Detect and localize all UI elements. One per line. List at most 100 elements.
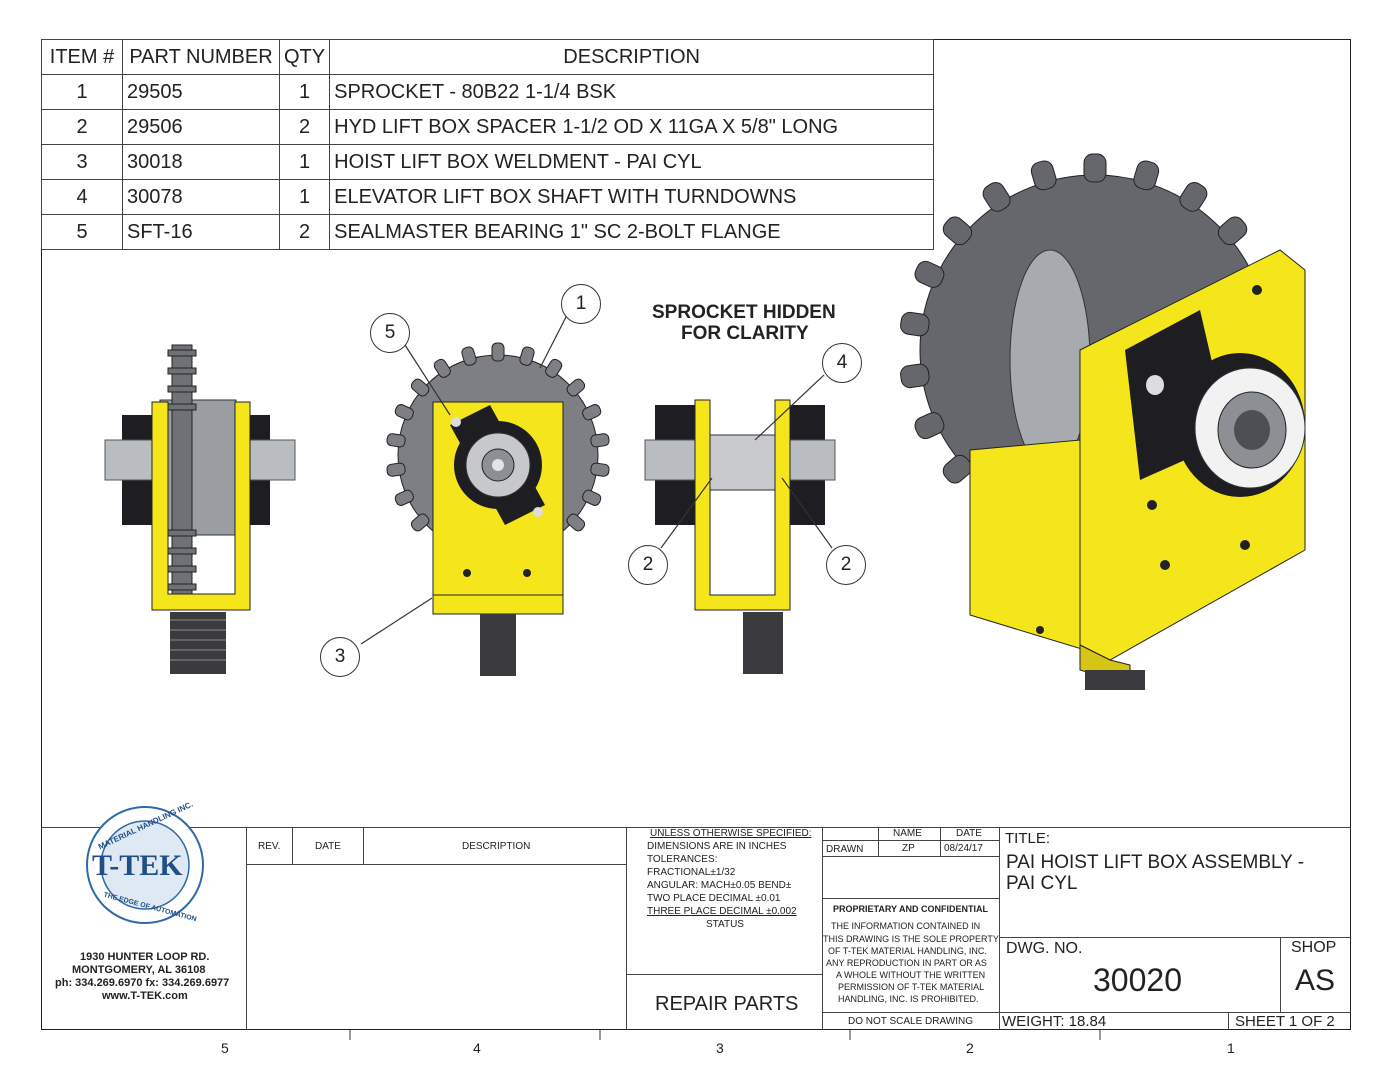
callout-4: 4: [822, 343, 862, 383]
title-line-2: PAI CYL: [1006, 873, 1078, 894]
spec-line-5: ANGULAR: MACH±0.05 BEND±: [647, 880, 792, 891]
company-address-1: 1930 HUNTER LOOP RD.: [80, 951, 210, 963]
bill-of-materials: ITEM # PART NUMBER QTY DESCRIPTION 1 295…: [41, 39, 935, 250]
sprocket-tooth: [410, 378, 430, 397]
callout-2-left: 2: [628, 545, 668, 585]
sprocket-tooth: [914, 260, 945, 288]
proprietary-line-7: HANDLING, INC. IS PROHIBITED.: [838, 994, 979, 1004]
zone-2: 2: [966, 1040, 974, 1056]
sprocket-tooth: [410, 513, 430, 532]
zone-5: 5: [221, 1040, 229, 1056]
drawn-label: DRAWN: [826, 844, 864, 855]
isometric-view-drawing: [900, 153, 1306, 690]
proprietary-line-4: ANY REPRODUCTION IN PART OR AS: [826, 958, 987, 968]
bom-part: SFT-16: [122, 214, 280, 250]
sprocket-tooth: [1179, 182, 1208, 212]
rev-date-header: DATE: [315, 841, 341, 852]
bom-desc: ELEVATOR LIFT BOX SHAFT WITH TURNDOWNS: [329, 179, 935, 215]
dwg-number: 30020: [1093, 962, 1182, 998]
sprocket-tooth: [582, 489, 602, 506]
revision-header: [247, 827, 627, 865]
spec-line-4: FRACTIONAL±1/32: [647, 867, 736, 878]
sprocket-tooth: [545, 358, 563, 378]
rev-header: REV.: [258, 841, 281, 852]
sprocket-tooth: [1217, 216, 1248, 246]
spec-block: [627, 827, 823, 1030]
bom-qty: 1: [278, 144, 331, 180]
bom-qty: 2: [278, 109, 331, 145]
table-row: 1 29505 1 SPROCKET - 80B22 1-1/4 BSK: [41, 74, 935, 110]
company-block: [41, 827, 247, 1030]
bom-desc: SPROCKET - 80B22 1-1/4 BSK: [329, 74, 935, 110]
title-line-1: PAI HOIST LIFT BOX ASSEMBLY -: [1006, 852, 1305, 873]
shop-value: AS: [1295, 964, 1336, 997]
do-not-scale: DO NOT SCALE DRAWING: [848, 1016, 974, 1027]
title-divider: [1000, 937, 1351, 938]
title-block: [41, 827, 1351, 1030]
sprocket-tooth: [461, 346, 477, 366]
sprocket-tooth: [942, 454, 973, 484]
bom-qty: 1: [278, 179, 331, 215]
drawn-block: [823, 827, 1000, 1030]
status-label: STATUS: [706, 919, 744, 930]
sprocket-tooth: [582, 404, 602, 421]
weight: WEIGHT: 18.84: [1002, 1013, 1107, 1030]
callout-5: 5: [370, 313, 410, 353]
bom-item: 4: [41, 179, 123, 215]
company-web: www.T-TEK.com: [102, 990, 188, 1002]
zone-1: 1: [1227, 1040, 1235, 1056]
bom-header-qty: QTY: [278, 39, 331, 75]
bom-item: 5: [41, 214, 123, 250]
spec-line-2: DIMENSIONS ARE IN INCHES: [647, 841, 787, 852]
sprocket-tooth: [394, 404, 414, 421]
company-phone: ph: 334.269.6970 fx: 334.269.6977: [55, 977, 230, 989]
spec-line-3: TOLERANCES:: [647, 854, 718, 865]
rev-divider-2: [363, 827, 364, 865]
sprocket-tooth: [566, 378, 586, 397]
company-logo: [86, 806, 204, 924]
callout-2-right: 2: [826, 545, 866, 585]
drawn-col-1: [878, 827, 879, 856]
bom-qty: 2: [278, 214, 331, 250]
status-value: REPAIR PARTS: [655, 993, 799, 1015]
sprocket-tooth: [914, 412, 945, 440]
side-view-drawing: [104, 344, 296, 674]
spec-divider: [627, 974, 823, 975]
drawn-col-2: [940, 827, 941, 856]
spec-line-1: UNLESS OTHERWISE SPECIFIED:: [650, 828, 812, 839]
drawn-name-header: NAME: [893, 828, 922, 839]
weight-divider: [1000, 1012, 1351, 1013]
note-line-1: SPROCKET HIDDEN: [652, 302, 836, 323]
bom-part: 30018: [122, 144, 280, 180]
zone-4: 4: [473, 1040, 481, 1056]
drawn-row-line-3: [823, 898, 1000, 899]
company-address-2: MONTGOMERY, AL 36108: [72, 964, 206, 976]
sprocket-tooth: [590, 433, 610, 448]
sprocket-tooth: [590, 462, 610, 477]
sprocket-tooth: [982, 182, 1011, 212]
drawn-name: ZP: [902, 843, 915, 854]
spec-line-6: TWO PLACE DECIMAL ±0.01: [647, 893, 781, 904]
drawn-row-line-4: [823, 1012, 1000, 1013]
note-line-2: FOR CLARITY: [681, 323, 809, 344]
proprietary-line-3: OF T-TEK MATERIAL HANDLING, INC.: [828, 946, 987, 956]
front-view-drawing: [386, 342, 610, 676]
logo-name: T-TEK: [92, 849, 183, 882]
callout-1: 1: [561, 284, 601, 324]
table-row: 5 SFT-16 2 SEALMASTER BEARING 1" SC 2-BO…: [41, 214, 935, 250]
section-view-drawing: [644, 399, 836, 674]
bom-desc: HYD LIFT BOX SPACER 1-1/2 OD X 11GA X 5/…: [329, 109, 935, 145]
sheet-number: SHEET 1 OF 2: [1235, 1013, 1335, 1030]
callout-3: 3: [320, 637, 360, 677]
spec-line-7: THREE PLACE DECIMAL ±0.002: [647, 906, 797, 917]
sprocket-tooth: [433, 358, 451, 378]
proprietary-title: PROPRIETARY AND CONFIDENTIAL: [833, 904, 989, 914]
proprietary-line-1: THE INFORMATION CONTAINED IN: [831, 921, 981, 931]
sprocket-tooth: [386, 462, 406, 477]
proprietary-line-6: PERMISSION OF T-TEK MATERIAL: [838, 982, 985, 992]
sprocket-tooth: [519, 346, 535, 366]
shop-label: SHOP: [1291, 939, 1337, 956]
drawn-date-header: DATE: [956, 828, 982, 839]
